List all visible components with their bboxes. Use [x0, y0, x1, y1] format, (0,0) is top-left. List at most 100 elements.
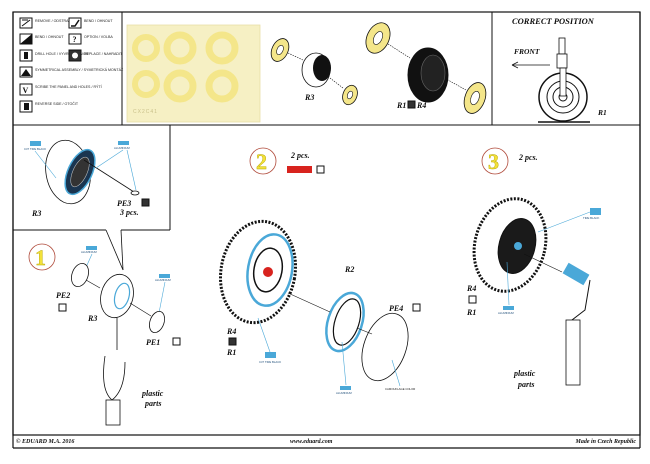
- color-callout-tire: [265, 352, 276, 358]
- pe1-part: [149, 310, 165, 334]
- replace-icon: [141, 198, 150, 207]
- qty-label: 2 pcs.: [518, 153, 538, 162]
- svg-text:C37 TIRE BLACK: C37 TIRE BLACK: [24, 147, 46, 151]
- svg-text:DRILL HOLE / VYVRTAT OTVOR: DRILL HOLE / VYVRTAT OTVOR: [35, 52, 89, 56]
- hub-red: [263, 267, 273, 277]
- red-color-swatch: [287, 166, 312, 173]
- svg-text:OPTION / VOLBA: OPTION / VOLBA: [84, 35, 113, 39]
- svg-text:BEND / OHNOUT: BEND / OHNOUT: [35, 35, 64, 39]
- fork-part: [103, 355, 126, 401]
- label-qty: 3 pcs.: [119, 208, 139, 217]
- color-callout-aluminium: [118, 141, 129, 145]
- step-1: 1 ALUMINIUM ALUMINIUM PE2 R3 PE1 plastic…: [28, 243, 181, 426]
- label-r2: R2: [344, 265, 354, 274]
- legend-item-symmetrical: SYMMETRICAL ASSEMBLY / SYMETRICKÁ MONTÁŽ: [19, 66, 124, 78]
- mask-icon: [316, 165, 325, 174]
- mask-application-diagram: R3 R1 R4: [270, 22, 487, 114]
- label-r4: R4: [466, 284, 476, 293]
- svg-text:parts: parts: [517, 380, 534, 389]
- step-number: 1: [35, 245, 46, 270]
- svg-text:REPLACE / NAHRADIT: REPLACE / NAHRADIT: [84, 52, 123, 56]
- plastic-parts-label: plastic: [141, 389, 164, 398]
- step-2: 2 2 pcs. R2 PE4 R4 R1 C37 TIRE BLACK ALU…: [219, 147, 421, 395]
- svg-text:?: ?: [73, 35, 77, 44]
- svg-text:ALUMINIUM: ALUMINIUM: [114, 146, 130, 150]
- legend-item-replace: REPLACE / NAHRADIT: [68, 49, 123, 62]
- mask-ring: [163, 31, 197, 65]
- pe3-part: [130, 190, 140, 196]
- mask-sheet: CX2C41: [126, 24, 261, 123]
- mask-ring: [132, 34, 160, 62]
- svg-text:SYMMETRICAL ASSEMBLY / SYMETRI: SYMMETRICAL ASSEMBLY / SYMETRICKÁ MONTÁŽ: [35, 67, 124, 72]
- svg-text:C37 TIRE BLACK: C37 TIRE BLACK: [259, 360, 281, 364]
- option-icon: [412, 303, 421, 312]
- mask-code: CX2C41: [133, 109, 158, 115]
- label-r1: R1: [597, 108, 607, 117]
- replace-icon: [407, 100, 416, 109]
- label-r4: R4: [416, 101, 426, 110]
- label-r1: R1: [396, 101, 406, 110]
- replace-icon: [228, 337, 237, 346]
- color-callout-tire: [590, 208, 601, 215]
- step-number: 3: [488, 149, 499, 174]
- option-icon: [172, 337, 181, 346]
- mask-ring: [205, 31, 239, 65]
- mask-ring: [163, 69, 197, 103]
- label-pe2: PE2: [56, 291, 70, 300]
- mask-ring: [132, 70, 160, 98]
- legend-item-bend-2: BEND / OHNOUT: [19, 33, 64, 45]
- legend-item-remove: REMOVE / ODSTRANIT: [19, 17, 75, 29]
- label-r3: R3: [31, 209, 41, 218]
- scribe-icon: [19, 83, 33, 96]
- svg-text:SCRIBE THE PANEL AND HOLES / R: SCRIBE THE PANEL AND HOLES / RÝTÍ: [35, 85, 102, 89]
- svg-text:parts: parts: [144, 399, 161, 408]
- qty-label: 2 pcs.: [290, 151, 310, 160]
- copyright: © EDUARD M.A. 2016: [16, 439, 75, 445]
- legend-item-scribe: V SCRIBE THE PANEL AND HOLES / RÝTÍ: [19, 83, 102, 96]
- pe4-part: [361, 312, 409, 382]
- color-callout-aluminium: [159, 274, 170, 278]
- step-3: 3 2 pcs. TIRE BLACK ALUMINIUM R4 R1 plas…: [466, 147, 601, 389]
- correct-position-title: CORRECT POSITION: [512, 16, 595, 26]
- color-callout-aluminium: [86, 246, 97, 250]
- color-callout-aluminium: [503, 306, 514, 310]
- correct-position-panel: CORRECT POSITION FRONT R1: [511, 16, 607, 123]
- label-pe1: PE1: [146, 338, 160, 347]
- website-url[interactable]: www.eduard.com: [290, 439, 333, 445]
- svg-text:ALUMINIUM: ALUMINIUM: [498, 311, 514, 315]
- mask-ring: [205, 69, 239, 103]
- option-icon: [58, 303, 67, 312]
- label-pe3: PE3: [117, 199, 131, 208]
- step-number-badge: [249, 147, 277, 175]
- svg-text:BEND / OHNOUT: BEND / OHNOUT: [84, 19, 113, 23]
- inset-pointer: [105, 229, 124, 271]
- reverse-icon: [468, 295, 477, 304]
- legend-item-drill: DRILL HOLE / VYVRTAT OTVOR: [19, 49, 89, 62]
- svg-text:V: V: [23, 86, 29, 95]
- mask-rings: [132, 31, 239, 103]
- plastic-parts-label: plastic: [513, 369, 536, 378]
- legend-item-option: ? OPTION / VOLBA: [68, 33, 113, 45]
- label-pe4: PE4: [389, 304, 403, 313]
- label-r1: R1: [226, 348, 236, 357]
- svg-text:REVERSE SIDE / OTOČIT: REVERSE SIDE / OTOČIT: [35, 101, 79, 106]
- strut: [558, 37, 566, 55]
- bend-icon: [68, 17, 82, 29]
- color-callout-aluminium: [340, 386, 351, 390]
- svg-text:CAMOUFLAGE COLOR: CAMOUFLAGE COLOR: [385, 387, 415, 391]
- step-number-badge: [28, 243, 56, 271]
- legend: REMOVE / ODSTRANIT BEND / OHNOUT BEND / …: [19, 17, 124, 113]
- front-label: FRONT: [514, 47, 540, 56]
- svg-text:ALUMINIUM: ALUMINIUM: [155, 278, 171, 282]
- step-number: 2: [256, 149, 267, 174]
- axle-blue: [562, 262, 590, 286]
- svg-text:ALUMINIUM: ALUMINIUM: [336, 391, 352, 395]
- pe2-part: [71, 262, 89, 288]
- label-r4: R4: [226, 327, 236, 336]
- color-callout-tire: [30, 141, 41, 146]
- label-r1: R1: [466, 308, 476, 317]
- legend-item-bend: BEND / OHNOUT: [68, 17, 113, 29]
- option-icon: [68, 33, 82, 45]
